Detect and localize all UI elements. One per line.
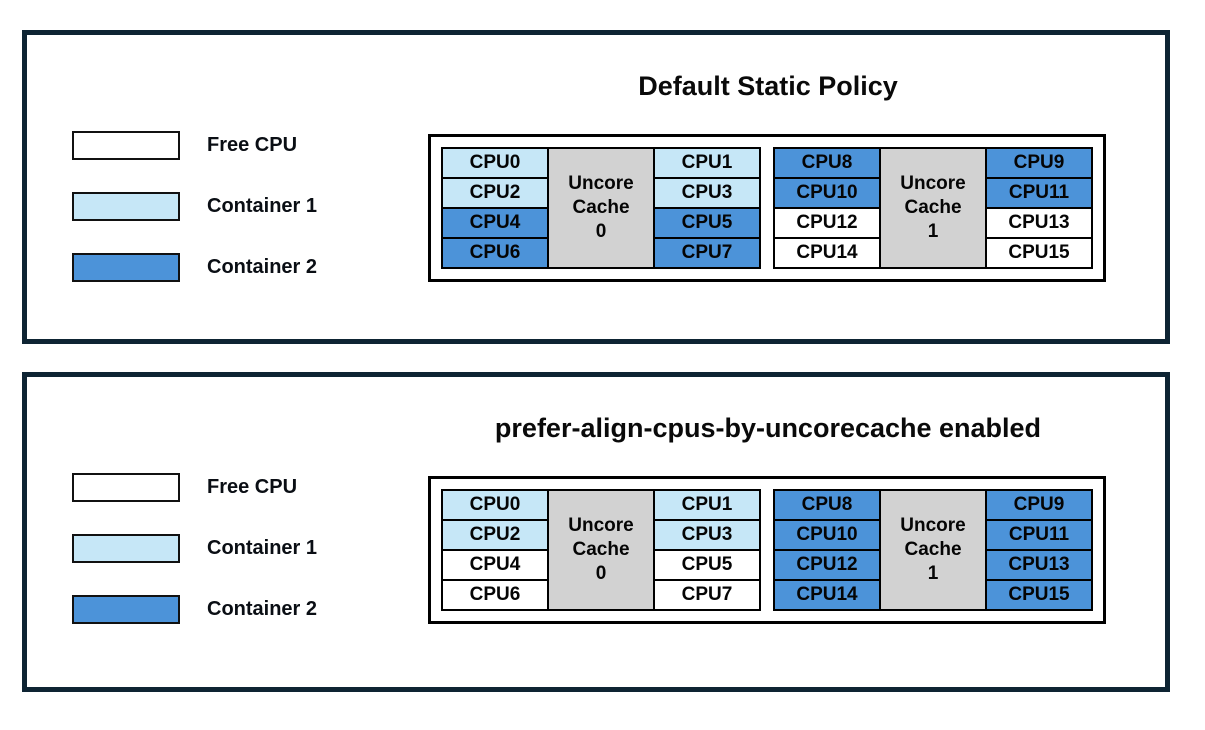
- cpu-column-left: CPU8 CPU10 CPU12 CPU14: [773, 147, 881, 269]
- legend-label: Container 1: [207, 195, 318, 217]
- panel-prefer-align-uncorecache: prefer-align-cpus-by-uncorecache enabled…: [22, 372, 1170, 692]
- uncore-cache-label-line: Cache: [904, 539, 962, 561]
- cpu-topology-diagram: CPU0 CPU2 CPU4 CPU6 Uncore Cache 0 CPU1 …: [428, 134, 1106, 282]
- uncore-cache-label-line: Cache: [572, 197, 630, 219]
- uncore-cache-box-0: Uncore Cache 0: [547, 147, 655, 269]
- cpu-cell: CPU9: [985, 489, 1093, 521]
- cpu-cell: CPU12: [773, 549, 881, 581]
- uncore-group-1: CPU8 CPU10 CPU12 CPU14 Uncore Cache 1 CP…: [773, 489, 1093, 611]
- legend-item-container-2: Container 2: [72, 253, 317, 282]
- uncore-cache-label-line: Uncore: [568, 173, 634, 195]
- cpu-cell: CPU10: [773, 519, 881, 551]
- uncore-cache-box-1: Uncore Cache 1: [879, 147, 987, 269]
- cpu-cell: CPU1: [653, 147, 761, 179]
- cpu-cell: CPU11: [985, 519, 1093, 551]
- legend-item-free-cpu: Free CPU: [72, 131, 317, 160]
- cpu-column-left: CPU0 CPU2 CPU4 CPU6: [441, 147, 549, 269]
- legend-swatch-free-cpu: [72, 473, 180, 502]
- cpu-cell: CPU13: [985, 207, 1093, 239]
- legend-swatch-container-1: [72, 192, 180, 221]
- legend-item-container-2: Container 2: [72, 595, 317, 624]
- cpu-cell: CPU0: [441, 147, 549, 179]
- uncore-cache-label-line: Uncore: [900, 173, 966, 195]
- cpu-cell: CPU3: [653, 177, 761, 209]
- cpu-cell: CPU8: [773, 147, 881, 179]
- cpu-cell: CPU5: [653, 207, 761, 239]
- cpu-cell: CPU11: [985, 177, 1093, 209]
- cpu-cell: CPU7: [653, 579, 761, 611]
- panel-default-static-policy: Default Static Policy Free CPU Container…: [22, 30, 1170, 344]
- cpu-cell: CPU9: [985, 147, 1093, 179]
- cpu-cell: CPU14: [773, 237, 881, 269]
- uncore-cache-label-line: Cache: [572, 539, 630, 561]
- legend-label: Container 2: [207, 256, 318, 278]
- uncore-cache-label-line: 0: [595, 220, 607, 242]
- legend-swatch-container-2: [72, 253, 180, 282]
- cpu-cell: CPU15: [985, 579, 1093, 611]
- legend-label: Container 2: [207, 598, 318, 620]
- uncore-cache-label-line: Uncore: [568, 515, 634, 537]
- legend-label: Free CPU: [207, 134, 298, 156]
- cpu-cell: CPU6: [441, 579, 549, 611]
- cpu-cell: CPU6: [441, 237, 549, 269]
- legend-swatch-free-cpu: [72, 131, 180, 160]
- legend-label: Free CPU: [207, 476, 298, 498]
- cpu-cell: CPU4: [441, 207, 549, 239]
- legend-swatch-container-1: [72, 534, 180, 563]
- uncore-cache-box-1: Uncore Cache 1: [879, 489, 987, 611]
- cpu-column-left: CPU0 CPU2 CPU4 CPU6: [441, 489, 549, 611]
- cpu-cell: CPU3: [653, 519, 761, 551]
- cpu-cell: CPU5: [653, 549, 761, 581]
- cpu-cell: CPU12: [773, 207, 881, 239]
- cpu-cell: CPU2: [441, 519, 549, 551]
- cpu-cell: CPU14: [773, 579, 881, 611]
- uncore-group-0: CPU0 CPU2 CPU4 CPU6 Uncore Cache 0 CPU1 …: [441, 147, 761, 269]
- cpu-column-left: CPU8 CPU10 CPU12 CPU14: [773, 489, 881, 611]
- legend-label: Container 1: [207, 537, 318, 559]
- uncore-group-0: CPU0 CPU2 CPU4 CPU6 Uncore Cache 0 CPU1 …: [441, 489, 761, 611]
- cpu-cell: CPU2: [441, 177, 549, 209]
- cpu-cell: CPU15: [985, 237, 1093, 269]
- cpu-cell: CPU8: [773, 489, 881, 521]
- legend: Free CPU Container 1 Container 2: [72, 473, 317, 656]
- uncore-group-1: CPU8 CPU10 CPU12 CPU14 Uncore Cache 1 CP…: [773, 147, 1093, 269]
- legend-item-container-1: Container 1: [72, 534, 317, 563]
- uncore-cache-label-line: Uncore: [900, 515, 966, 537]
- panel-title: Default Static Policy: [638, 71, 898, 101]
- cpu-cell: CPU0: [441, 489, 549, 521]
- cpu-column-right: CPU9 CPU11 CPU13 CPU15: [985, 489, 1093, 611]
- cpu-cell: CPU7: [653, 237, 761, 269]
- cpu-cell: CPU13: [985, 549, 1093, 581]
- uncore-cache-label-line: 1: [927, 562, 939, 584]
- cpu-column-right: CPU1 CPU3 CPU5 CPU7: [653, 489, 761, 611]
- uncore-cache-box-0: Uncore Cache 0: [547, 489, 655, 611]
- legend: Free CPU Container 1 Container 2: [72, 131, 317, 314]
- panel-title: prefer-align-cpus-by-uncorecache enabled: [494, 413, 1042, 443]
- cpu-cell: CPU10: [773, 177, 881, 209]
- uncore-cache-label-line: 0: [595, 562, 607, 584]
- cpu-column-right: CPU1 CPU3 CPU5 CPU7: [653, 147, 761, 269]
- cpu-topology-diagram: CPU0 CPU2 CPU4 CPU6 Uncore Cache 0 CPU1 …: [428, 476, 1106, 624]
- cpu-cell: CPU1: [653, 489, 761, 521]
- uncore-cache-label-line: 1: [927, 220, 939, 242]
- legend-item-container-1: Container 1: [72, 192, 317, 221]
- uncore-cache-label-line: Cache: [904, 197, 962, 219]
- cpu-cell: CPU4: [441, 549, 549, 581]
- legend-swatch-container-2: [72, 595, 180, 624]
- legend-item-free-cpu: Free CPU: [72, 473, 317, 502]
- cpu-column-right: CPU9 CPU11 CPU13 CPU15: [985, 147, 1093, 269]
